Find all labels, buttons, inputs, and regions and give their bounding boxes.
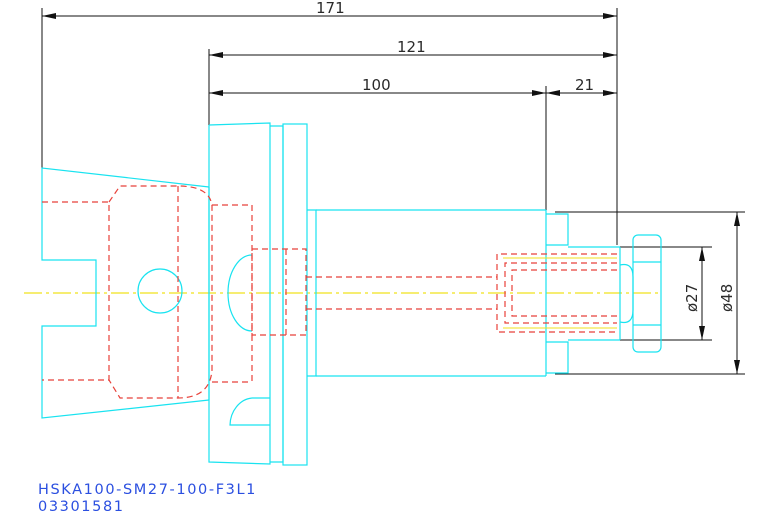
dimension-100-label: 100 bbox=[362, 76, 391, 94]
dimension-21-label: 21 bbox=[575, 76, 594, 94]
part-code: HSKA100-SM27-100-F3L1 bbox=[38, 482, 257, 498]
title-block: HSKA100-SM27-100-F3L1 03301581 bbox=[38, 482, 257, 516]
dimension-121-label: 121 bbox=[397, 38, 426, 56]
dimension-arrows bbox=[42, 13, 740, 374]
tool-holder-outline bbox=[41, 122, 662, 466]
inner-bore-detail bbox=[503, 257, 617, 329]
dimension-lines bbox=[41, 8, 745, 375]
diameter-27-label: ø27 bbox=[683, 284, 701, 312]
part-number: 03301581 bbox=[38, 499, 125, 515]
diameter-48-label: ø48 bbox=[718, 284, 736, 312]
hidden-lines bbox=[42, 185, 617, 399]
dimension-171-label: 171 bbox=[316, 0, 345, 17]
